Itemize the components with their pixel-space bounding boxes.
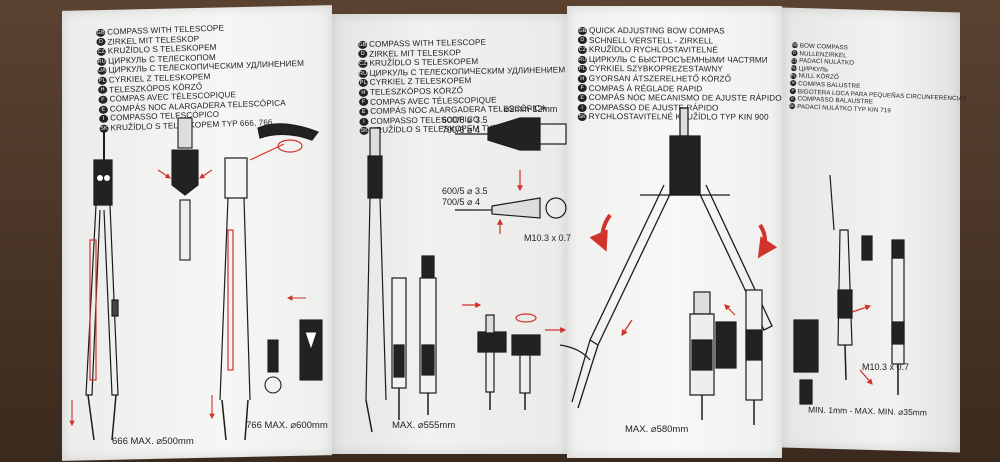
lead-holders-lower	[462, 302, 567, 410]
spec-700-5: 700/5 ⌀ 4	[442, 197, 480, 207]
telescope-compass-766-drawing	[219, 123, 319, 441]
compass-965-drawing	[365, 127, 437, 433]
spec-700-6: 700/6 ⌀ 4	[442, 125, 480, 135]
bow-compass-inserts	[689, 289, 763, 425]
spec-thread-panel2: M10.3 x 0.7	[524, 233, 572, 243]
telescope-compass-drawing	[85, 132, 119, 441]
lead-holder-detail	[69, 295, 323, 427]
telescope-extension-detail	[157, 117, 213, 261]
caption-kin900: MAX. ⌀580mm	[625, 424, 689, 435]
spec-600-5: 600/5 ⌀ 3.5	[442, 186, 488, 196]
bow-compass-kin719-drawing	[793, 174, 905, 405]
lead-adapter-detail	[455, 117, 567, 234]
spec-thread-panel4: M10.3 x 0.7	[862, 362, 910, 372]
caption-666: 666 MAX. ⌀500mm	[112, 436, 194, 447]
spec-600-6: 600/6 ⌀ 3.5	[442, 115, 488, 125]
spec-range: ⌀2mm-12mm	[504, 104, 558, 114]
caption-766: 766 MAX. ⌀600mm	[246, 420, 328, 431]
caption-965: MAX. ⌀555mm	[392, 420, 456, 431]
bow-compass-kin900-drawing	[559, 107, 778, 409]
